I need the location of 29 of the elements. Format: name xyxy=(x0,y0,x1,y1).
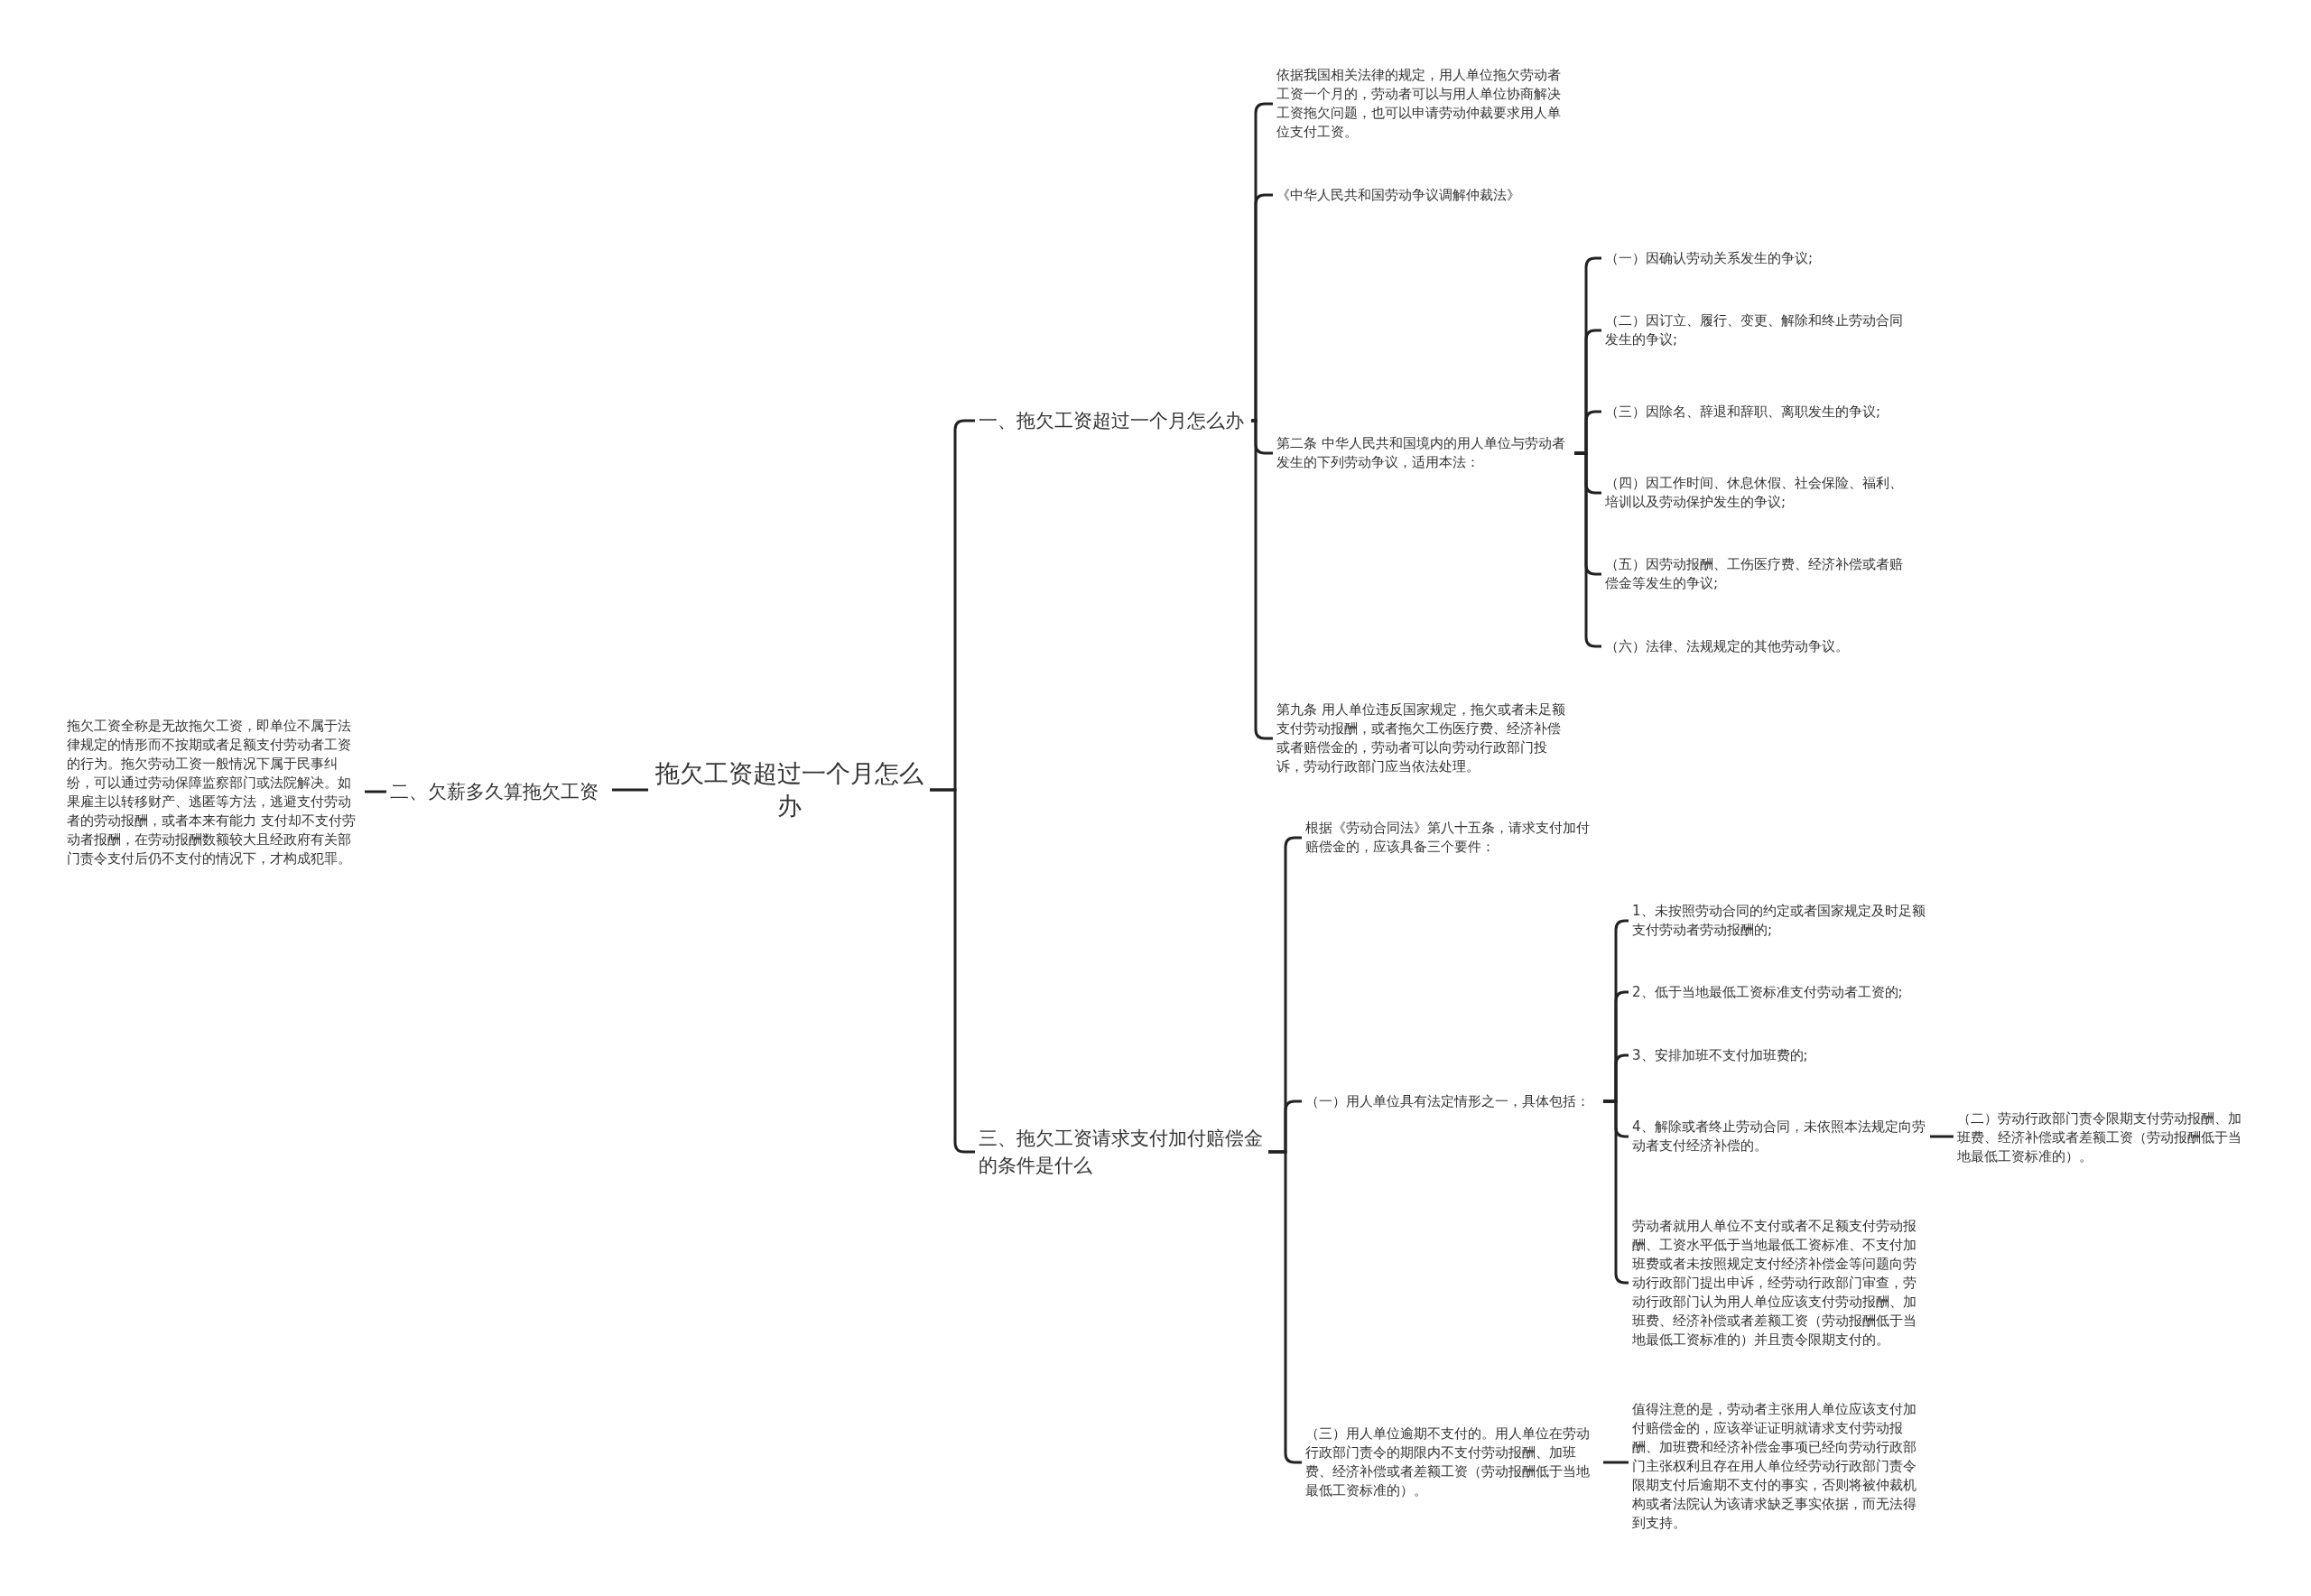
subtopic-text: （二）因订立、履行、变更、解除和终止劳动合同发生的争议; xyxy=(1601,311,1908,349)
subtopic-text: 4、解除或者终止劳动合同，未依照本法规定向劳动者支付经济补偿的。 xyxy=(1629,1118,1930,1155)
subtopic-text: （一）因确认劳动关系发生的争议; xyxy=(1601,248,1908,268)
subtopic-text: （二）劳动行政部门责令限期支付劳动报酬、加班费、经济补偿或者差额工资（劳动报酬低于当地最低工资标准的）。 xyxy=(1954,1109,2257,1166)
subtopic-text: （五）因劳动报酬、工伤医疗费、经济补偿或者赔偿金等发生的争议; xyxy=(1601,555,1908,593)
subtopic-text: 拖欠工资全称是无故拖欠工资，即单位不属于法律规定的情形而不按期或者足额支付劳动者工资的行为。拖欠劳动工资一般情况下属于民事纠纷，可以通过劳动保障监察部门或法院解决。如果雇主以转移财产、逃匿等方法，逃避支付劳动者的劳动报酬，或者本来有能力 支付却不支付劳动者报酬，在劳动报酬数额较大且经政府有关部门责令支付后仍不支付的情况下，才构成犯罪。 xyxy=(63,717,365,868)
subtopic-text: 依据我国相关法律的规定，用人单位拖欠劳动者工资一个月的，劳动者可以与用人单位协商解决工资拖欠问题，也可以申请劳动仲裁要求用人单位支付工资。 xyxy=(1273,66,1574,142)
connector-line xyxy=(1603,1461,1629,1464)
connector-line xyxy=(612,788,648,792)
subtopic-text: （四）因工作时间、休息休假、社会保险、福利、培训以及劳动保护发生的争议; xyxy=(1601,474,1908,512)
subtopic-text: 2、低于当地最低工资标准支付劳动者工资的; xyxy=(1629,982,1930,1002)
subtopic-text: 第九条 用人单位违反国家规定，拖欠或者未足额支付劳动报酬，或者拖欠工伤医疗费、经济补偿或者赔偿金的，劳动者可以向劳动行政部门投诉，劳动行政部门应当依法处理。 xyxy=(1273,701,1574,776)
subtopic-text: 劳动者就用人单位不支付或者不足额支付劳动报酬、工资水平低于当地最低工资标准、不支付加班费或者未按照规定支付经济补偿金等问题向劳动行政部门提出申诉，经劳动行政部门审查，劳动行政部门认为用人单位应该支付劳动报酬、加班费、经济补偿或者差额工资（劳动报酬低于当地最低工资标准的）并且责令限期支付的。 xyxy=(1629,1216,1930,1350)
subtopic-text: 第二条 中华人民共和国境内的用人单位与劳动者发生的下列劳动争议，适用本法： xyxy=(1273,434,1574,472)
connector-line xyxy=(1930,1135,1954,1138)
subtopic-text: （一）用人单位具有法定情形之一，具体包括： xyxy=(1302,1091,1603,1111)
subtopic-text: 《中华人民共和国劳动争议调解仲裁法》 xyxy=(1273,185,1574,205)
subtopic-text: 根据《劳动合同法》第八十五条，请求支付加付赔偿金的，应该具备三个要件： xyxy=(1302,819,1603,857)
branch-topic: 一、拖欠工资超过一个月怎么办 xyxy=(975,407,1251,434)
central-topic: 拖欠工资超过一个月怎么办 xyxy=(648,757,930,822)
subtopic-text: （三）因除名、辞退和辞职、离职发生的争议; xyxy=(1601,402,1908,422)
connector-line xyxy=(365,790,386,793)
subtopic-text: 3、安排加班不支付加班费的; xyxy=(1629,1045,1930,1065)
subtopic-text: 值得注意的是，劳动者主张用人单位应该支付加付赔偿金的，应该举证证明就请求支付劳动报酬、加班费和经济补偿金事项已经向劳动行政部门主张权利且存在用人单位经劳动行政部门责令限期支付后逾期不支付的事实，否则将被仲裁机构或者法院认为该请求缺乏事实依据，而无法得到支持。 xyxy=(1629,1399,1930,1533)
subtopic-text: 1、未按照劳动合同的约定或者国家规定及时足额支付劳动者劳动报酬的; xyxy=(1629,902,1930,940)
subtopic-text: （六）法律、法规规定的其他劳动争议。 xyxy=(1601,636,1908,656)
branch-topic: 二、欠薪多久算拖欠工资 xyxy=(386,778,612,805)
branch-topic: 三、拖欠工资请求支付加付赔偿金的条件是什么 xyxy=(975,1125,1268,1179)
subtopic-text: （三）用人单位逾期不支付的。用人单位在劳动行政部门责令的期限内不支付劳动报酬、加班费、经济补偿或者差额工资（劳动报酬低于当地最低工资标准的）。 xyxy=(1302,1424,1603,1500)
